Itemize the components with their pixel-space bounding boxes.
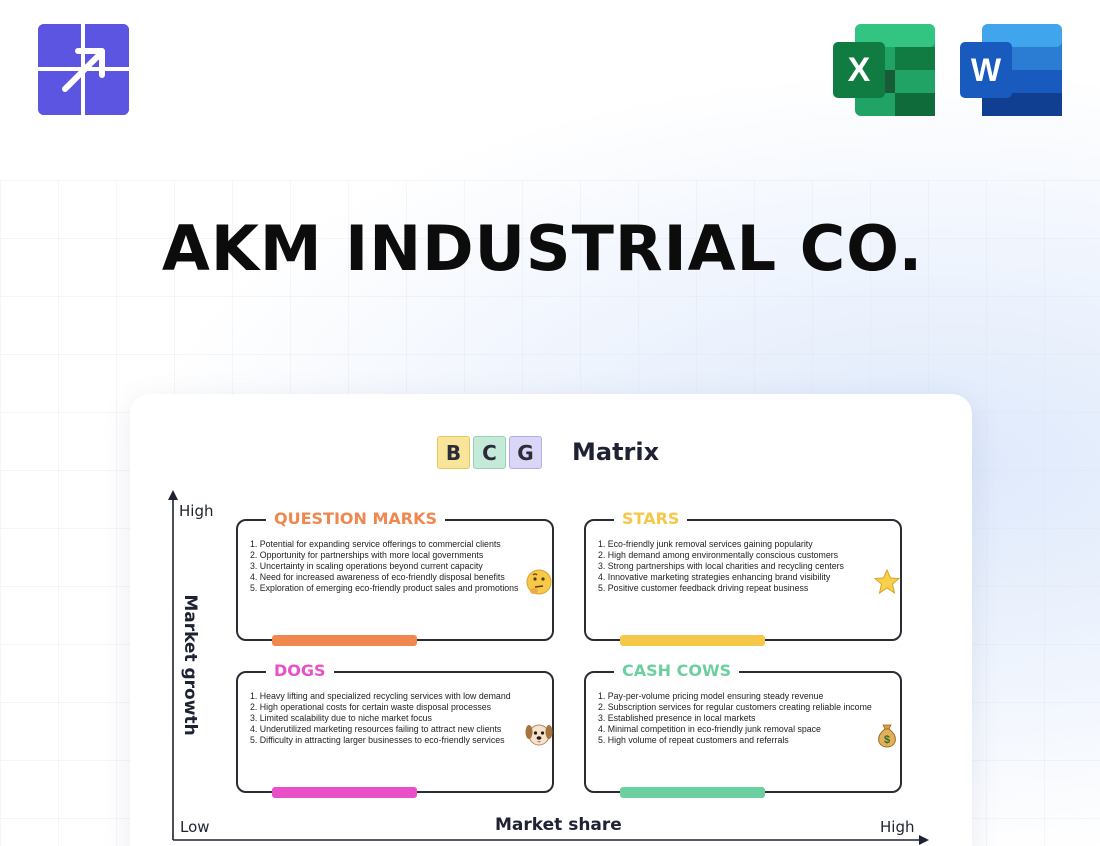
list-item: 4. Minimal competition in eco-friendly j… bbox=[598, 724, 821, 734]
list-item: 5. High volume of repeat customers and r… bbox=[598, 735, 789, 745]
list-item: 3. Uncertainty in scaling operations bey… bbox=[250, 561, 483, 571]
letter-b-box: B bbox=[437, 436, 470, 469]
bcg-letters: B C G bbox=[437, 436, 542, 469]
quadrant-title: DOGS bbox=[266, 661, 334, 681]
list-item: 5. Positive customer feedback driving re… bbox=[598, 583, 809, 593]
money-bag-icon: $ bbox=[878, 724, 896, 748]
list-item: 5. Difficulty in attracting larger busin… bbox=[250, 735, 505, 745]
quadrant-list: 1. Pay-per-volume pricing model ensuring… bbox=[598, 691, 878, 746]
list-item: 3. Established presence in local markets bbox=[598, 713, 756, 723]
thinking-face-icon bbox=[526, 569, 552, 595]
quadrant-question-marks: QUESTION MARKS 1. Potential for expandin… bbox=[236, 509, 554, 646]
quadrant-accent-bar bbox=[272, 635, 417, 646]
list-item: 2. Subscription services for regular cus… bbox=[598, 702, 872, 712]
brand-logo bbox=[38, 24, 129, 115]
quadrant-title: STARS bbox=[614, 509, 688, 529]
x-axis-low-label: Low bbox=[180, 818, 210, 836]
quadrant-title: CASH COWS bbox=[614, 661, 740, 681]
quadrant-cash-cows: CASH COWS 1. Pay-per-volume pricing mode… bbox=[584, 661, 902, 798]
quadrant-accent-bar bbox=[620, 787, 765, 798]
list-item: 4. Innovative marketing strategies enhan… bbox=[598, 572, 831, 582]
list-item: 4. Need for increased awareness of eco-f… bbox=[250, 572, 505, 582]
quadrant-accent-bar bbox=[272, 787, 417, 798]
list-item: 4. Underutilized marketing resources fai… bbox=[250, 724, 502, 734]
letter-c-box: C bbox=[473, 436, 506, 469]
quadrant-list: 1. Eco-friendly junk removal services ga… bbox=[598, 539, 878, 594]
list-item: 3. Strong partnerships with local charit… bbox=[598, 561, 844, 571]
quadrant-dogs: DOGS 1. Heavy lifting and specialized re… bbox=[236, 661, 554, 798]
y-axis-high-label: High bbox=[179, 502, 214, 520]
quadrant-stars: STARS 1. Eco-friendly junk removal servi… bbox=[584, 509, 902, 646]
letter-g-box: G bbox=[509, 436, 542, 469]
list-item: 2. Opportunity for partnerships with mor… bbox=[250, 550, 484, 560]
quadrant-list: 1. Potential for expanding service offer… bbox=[250, 539, 530, 594]
list-item: 3. Limited scalability due to niche mark… bbox=[250, 713, 432, 723]
list-item: 2. High demand among environmentally con… bbox=[598, 550, 839, 560]
arrow-logo-icon bbox=[38, 24, 129, 115]
page-title: AKM INDUSTRIAL CO. bbox=[161, 212, 924, 285]
y-axis-title: Market growth bbox=[180, 594, 200, 736]
word-letter: W bbox=[971, 52, 1002, 88]
list-item: 2. High operational costs for certain wa… bbox=[250, 702, 492, 712]
quadrant-title: QUESTION MARKS bbox=[266, 509, 446, 529]
list-item: 1. Eco-friendly junk removal services ga… bbox=[598, 539, 813, 549]
word-icon: W bbox=[960, 24, 1062, 116]
list-item: 1. Pay-per-volume pricing model ensuring… bbox=[598, 691, 824, 701]
excel-icon: X bbox=[833, 24, 935, 116]
list-item: 5. Exploration of emerging eco-friendly … bbox=[250, 583, 519, 593]
svg-text:$: $ bbox=[884, 734, 890, 746]
star-icon bbox=[873, 568, 901, 595]
quadrant-accent-bar bbox=[620, 635, 765, 646]
list-item: 1. Potential for expanding service offer… bbox=[250, 539, 501, 549]
dog-face-icon bbox=[525, 724, 553, 746]
matrix-heading: Matrix bbox=[572, 438, 660, 466]
quadrant-list: 1. Heavy lifting and specialized recycli… bbox=[250, 691, 530, 746]
x-axis-high-label: High bbox=[880, 818, 915, 836]
x-axis-title: Market share bbox=[495, 815, 622, 835]
excel-letter: X bbox=[848, 51, 871, 89]
list-item: 1. Heavy lifting and specialized recycli… bbox=[250, 691, 511, 701]
